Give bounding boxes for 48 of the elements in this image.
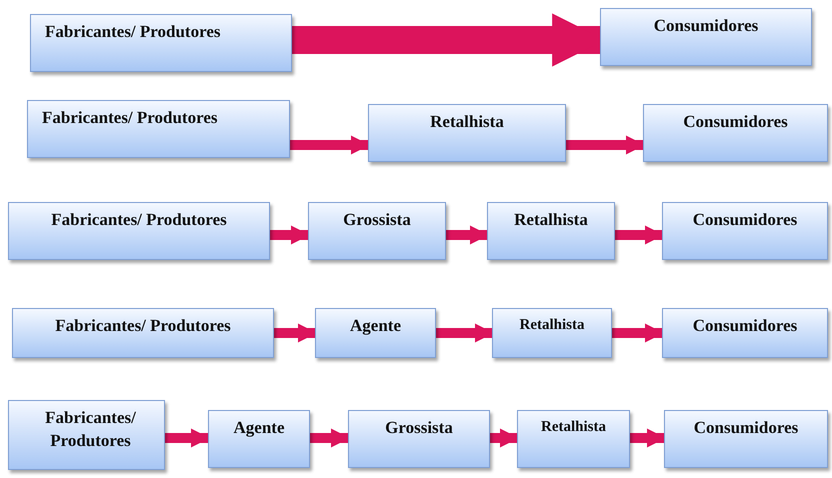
process-box — [8, 202, 270, 260]
process-box — [12, 308, 274, 358]
process-box — [487, 202, 615, 260]
node-label: Fabricantes/ Produtores — [42, 107, 218, 129]
process-box — [662, 202, 828, 260]
process-box — [664, 410, 828, 468]
arrow — [612, 324, 664, 342]
arrow — [490, 428, 519, 448]
arrow — [615, 226, 664, 244]
arrow — [310, 428, 350, 448]
node-label: Fabricantes/ Produtores — [55, 315, 231, 337]
arrow — [446, 226, 489, 244]
node-label: Retalhista — [520, 316, 584, 335]
process-box — [517, 410, 630, 468]
node-label: Retalhista — [514, 209, 588, 231]
node-label: Grossista — [385, 417, 453, 439]
process-box — [8, 400, 165, 470]
process-box — [492, 308, 612, 358]
node-label: Consumidores — [694, 417, 798, 439]
process-box — [27, 100, 290, 158]
node-label: Consumidores — [692, 209, 798, 231]
process-box — [662, 308, 828, 358]
node-label: Consumidores — [692, 315, 798, 337]
node-label: Fabricantes/ Produtores — [51, 209, 227, 231]
arrow — [270, 226, 310, 244]
node-label: Fabricantes/ Produtores — [45, 21, 220, 43]
process-box — [600, 8, 812, 66]
node-label: Retalhista — [430, 111, 504, 133]
node-label: Agente — [234, 417, 284, 439]
arrow — [436, 324, 494, 342]
process-box — [643, 104, 828, 162]
node-label: Consumidores — [683, 111, 788, 133]
node-label: Retalhista — [541, 418, 606, 437]
process-box — [308, 202, 446, 260]
arrow — [165, 428, 210, 448]
process-box — [348, 410, 490, 468]
arrow — [566, 136, 645, 154]
arrow — [630, 428, 666, 448]
process-box — [208, 410, 310, 468]
process-box — [30, 14, 292, 72]
arrow — [290, 136, 370, 154]
node-label: Consumidores — [654, 15, 758, 37]
arrow — [274, 324, 317, 342]
process-box — [315, 308, 436, 358]
node-label: Grossista — [343, 209, 411, 231]
node-label: Fabricantes/ Produtores — [44, 407, 137, 452]
node-label: Agente — [350, 315, 401, 337]
process-box — [368, 104, 566, 162]
